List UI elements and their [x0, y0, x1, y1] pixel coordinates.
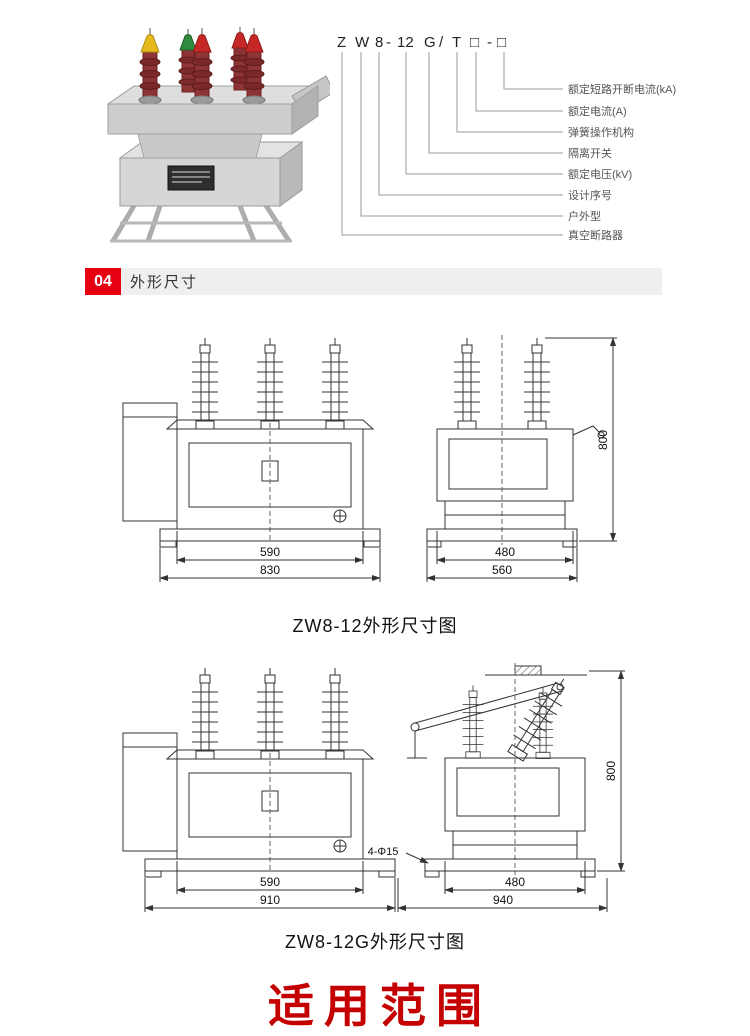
designation-label: 户外型 [568, 209, 601, 223]
model-code: Z W 8 - 12 G / T □ - □ [337, 34, 506, 51]
section-number-badge: 04 [85, 268, 121, 295]
designation-label: 弹簧操作机构 [568, 125, 634, 139]
dimension-label-side-inner: 480 [495, 545, 515, 559]
hole-dimension-note: 4-Φ15 [368, 846, 399, 858]
dimension-label-side-outer: 940 [493, 893, 513, 907]
insulator-bushings-front [138, 28, 266, 105]
dimension-label-side-inner: 480 [505, 875, 525, 889]
model-code-part: - [386, 34, 391, 51]
nameplate [167, 165, 215, 191]
tray-front-face [107, 85, 319, 135]
designation-label: 额定电流(A) [568, 104, 627, 118]
section-title: 外形尺寸 [130, 274, 199, 291]
dimension-label-front-inner: 590 [260, 875, 280, 889]
designation-label: 额定短路开断电流(kA) [568, 82, 676, 96]
model-code-part: □ [470, 34, 479, 51]
dimension-label-front-inner: 590 [260, 545, 280, 559]
designation-label: 额定电压(kV) [568, 167, 632, 181]
product-photo [106, 27, 330, 243]
dimension-label-front-outer: 830 [260, 563, 280, 577]
dimension-label-height: 800 [604, 761, 618, 781]
model-code-part: G [424, 34, 436, 51]
designation-label: 真空断路器 [568, 228, 623, 242]
insulator-bushings-back [178, 27, 250, 93]
model-code-part: □ [497, 34, 506, 51]
frame-legs [110, 202, 292, 243]
outline-drawing-zw8-12g: 590 910 480 940 4-Φ15 800 [115, 663, 625, 912]
designation-connector-lines [341, 52, 563, 236]
outline-drawing-zw8-12: 590 830 480 560 800 [115, 335, 617, 582]
model-code-part: Z [337, 34, 346, 51]
next-section-title: 适用范围 [268, 980, 492, 1032]
designation-label: 设计序号 [568, 188, 612, 202]
model-code-part: 12 [397, 34, 414, 51]
model-code-part: T [452, 34, 461, 51]
model-code-part: 8 [375, 34, 383, 51]
dimension-label-height: 800 [596, 430, 610, 450]
model-code-part: / [439, 34, 444, 51]
dimension-label-front-outer: 910 [260, 893, 280, 907]
dimension-label-side-outer: 560 [492, 563, 512, 577]
designation-label: 隔离开关 [568, 146, 612, 160]
model-designation-diagram: Z W 8 - 12 G / T □ - □ 额定短路开断电流(kA) 额定电流… [337, 34, 676, 242]
model-code-part: - [487, 34, 492, 51]
section-header: 04 外形尺寸 [85, 268, 662, 295]
model-code-part: W [355, 34, 370, 51]
designation-labels: 额定短路开断电流(kA) 额定电流(A) 弹簧操作机构 隔离开关 额定电压(kV… [568, 82, 676, 242]
drawing-caption-zw8-12g: ZW8-12G外形尺寸图 [284, 932, 465, 952]
drawing-caption-zw8-12: ZW8-12外形尺寸图 [292, 616, 458, 636]
